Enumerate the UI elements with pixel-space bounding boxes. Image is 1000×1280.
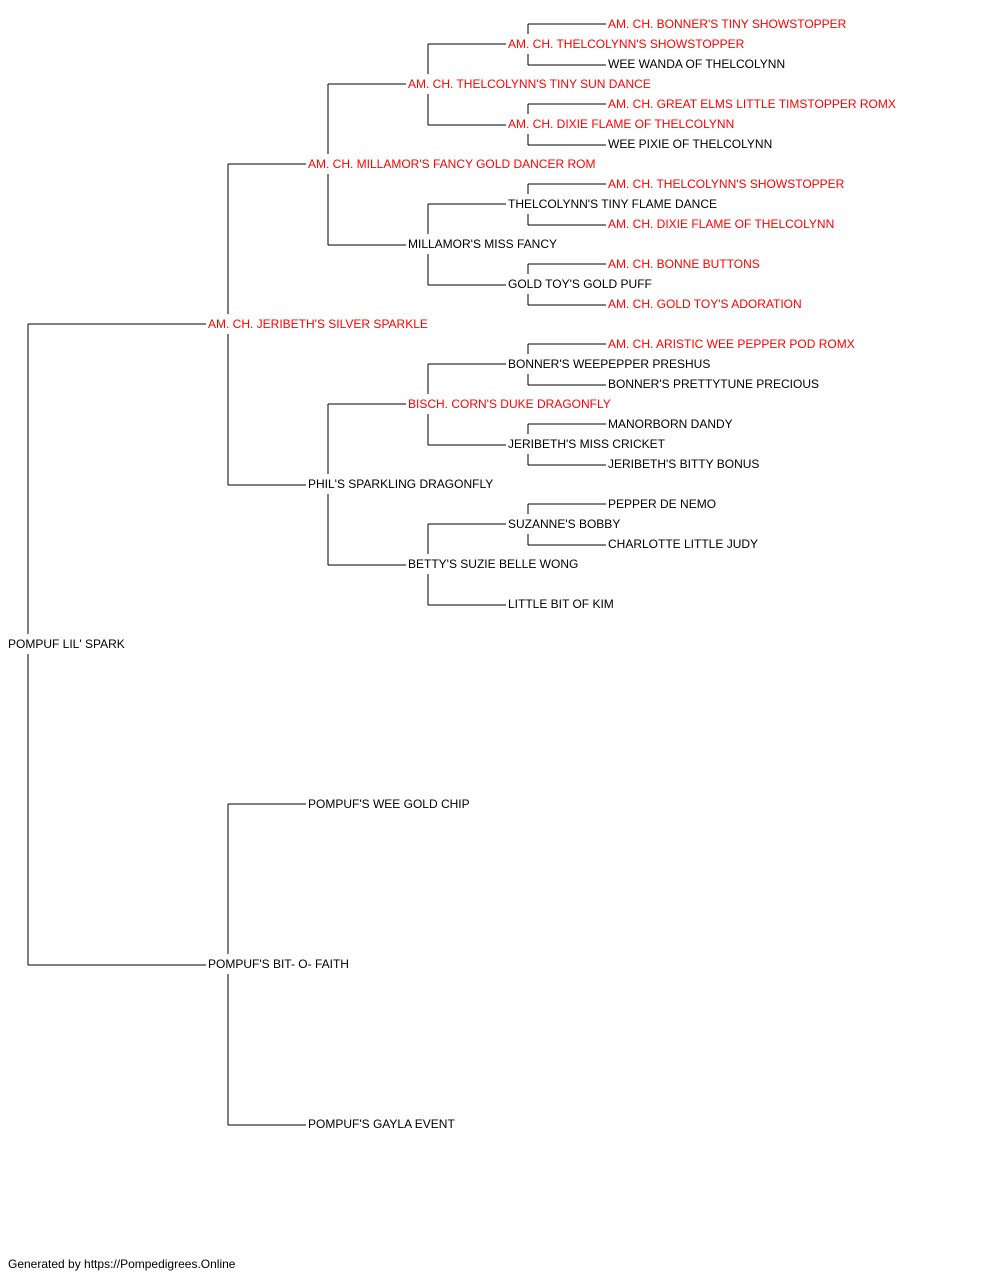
dog-name-gen2[interactable]: PHIL'S SPARKLING DRAGONFLY bbox=[308, 477, 494, 491]
dog-name-gen1[interactable]: AM. CH. JERIBETH'S SILVER SPARKLE bbox=[208, 317, 428, 331]
dog-name-gen5[interactable]: AM. CH. GOLD TOY'S ADORATION bbox=[608, 297, 802, 311]
dog-name-gen4[interactable]: LITTLE BIT OF KIM bbox=[508, 597, 614, 611]
dog-name-gen3[interactable]: MILLAMOR'S MISS FANCY bbox=[408, 237, 557, 251]
dog-name-gen1[interactable]: POMPUF'S BIT- O- FAITH bbox=[208, 957, 349, 971]
dog-name-gen5[interactable]: CHARLOTTE LITTLE JUDY bbox=[608, 537, 759, 551]
dog-name-gen4[interactable]: THELCOLYNN'S TINY FLAME DANCE bbox=[508, 197, 718, 211]
dog-name-gen4[interactable]: AM. CH. DIXIE FLAME OF THELCOLYNN bbox=[508, 117, 735, 131]
dog-name-gen5[interactable]: AM. CH. ARISTIC WEE PEPPER POD ROMX bbox=[608, 337, 855, 351]
dog-name-gen5[interactable]: PEPPER DE NEMO bbox=[608, 497, 717, 511]
dog-name-gen4[interactable]: BONNER'S WEEPEPPER PRESHUS bbox=[508, 357, 711, 371]
dog-name-gen5[interactable]: AM. CH. BONNER'S TINY SHOWSTOPPER bbox=[608, 17, 847, 31]
dog-name-gen3[interactable]: BETTY'S SUZIE BELLE WONG bbox=[408, 557, 579, 571]
dog-name-gen4[interactable]: SUZANNE'S BOBBY bbox=[508, 517, 621, 531]
dog-name-gen5[interactable]: WEE PIXIE OF THELCOLYNN bbox=[608, 137, 773, 151]
dog-name-gen5[interactable]: JERIBETH'S BITTY BONUS bbox=[608, 457, 760, 471]
generated-by-footer: Generated by https://Pompedigrees.Online bbox=[8, 1257, 236, 1271]
dog-name-gen2[interactable]: POMPUF'S WEE GOLD CHIP bbox=[308, 797, 470, 811]
dog-name-gen4[interactable]: AM. CH. THELCOLYNN'S SHOWSTOPPER bbox=[508, 37, 745, 51]
dog-name-gen0[interactable]: POMPUF LIL' SPARK bbox=[8, 637, 125, 651]
dog-name-gen5[interactable]: WEE WANDA OF THELCOLYNN bbox=[608, 57, 786, 71]
dog-name-gen5[interactable]: MANORBORN DANDY bbox=[608, 417, 733, 431]
dog-name-gen4[interactable]: JERIBETH'S MISS CRICKET bbox=[508, 437, 665, 451]
dog-name-gen5[interactable]: AM. CH. DIXIE FLAME OF THELCOLYNN bbox=[608, 217, 835, 231]
dog-name-gen5[interactable]: AM. CH. GREAT ELMS LITTLE TIMSTOPPER ROM… bbox=[608, 97, 896, 111]
dog-name-gen3[interactable]: AM. CH. THELCOLYNN'S TINY SUN DANCE bbox=[408, 77, 651, 91]
dog-name-gen5[interactable]: AM. CH. BONNE BUTTONS bbox=[608, 257, 760, 271]
dog-name-gen3[interactable]: BISCH. CORN'S DUKE DRAGONFLY bbox=[408, 397, 611, 411]
dog-name-gen2[interactable]: POMPUF'S GAYLA EVENT bbox=[308, 1117, 455, 1131]
dog-name-gen2[interactable]: AM. CH. MILLAMOR'S FANCY GOLD DANCER ROM bbox=[308, 157, 596, 171]
dog-name-gen5[interactable]: AM. CH. THELCOLYNN'S SHOWSTOPPER bbox=[608, 177, 845, 191]
dog-name-gen4[interactable]: GOLD TOY'S GOLD PUFF bbox=[508, 277, 652, 291]
dog-name-gen5[interactable]: BONNER'S PRETTYTUNE PRECIOUS bbox=[608, 377, 819, 391]
